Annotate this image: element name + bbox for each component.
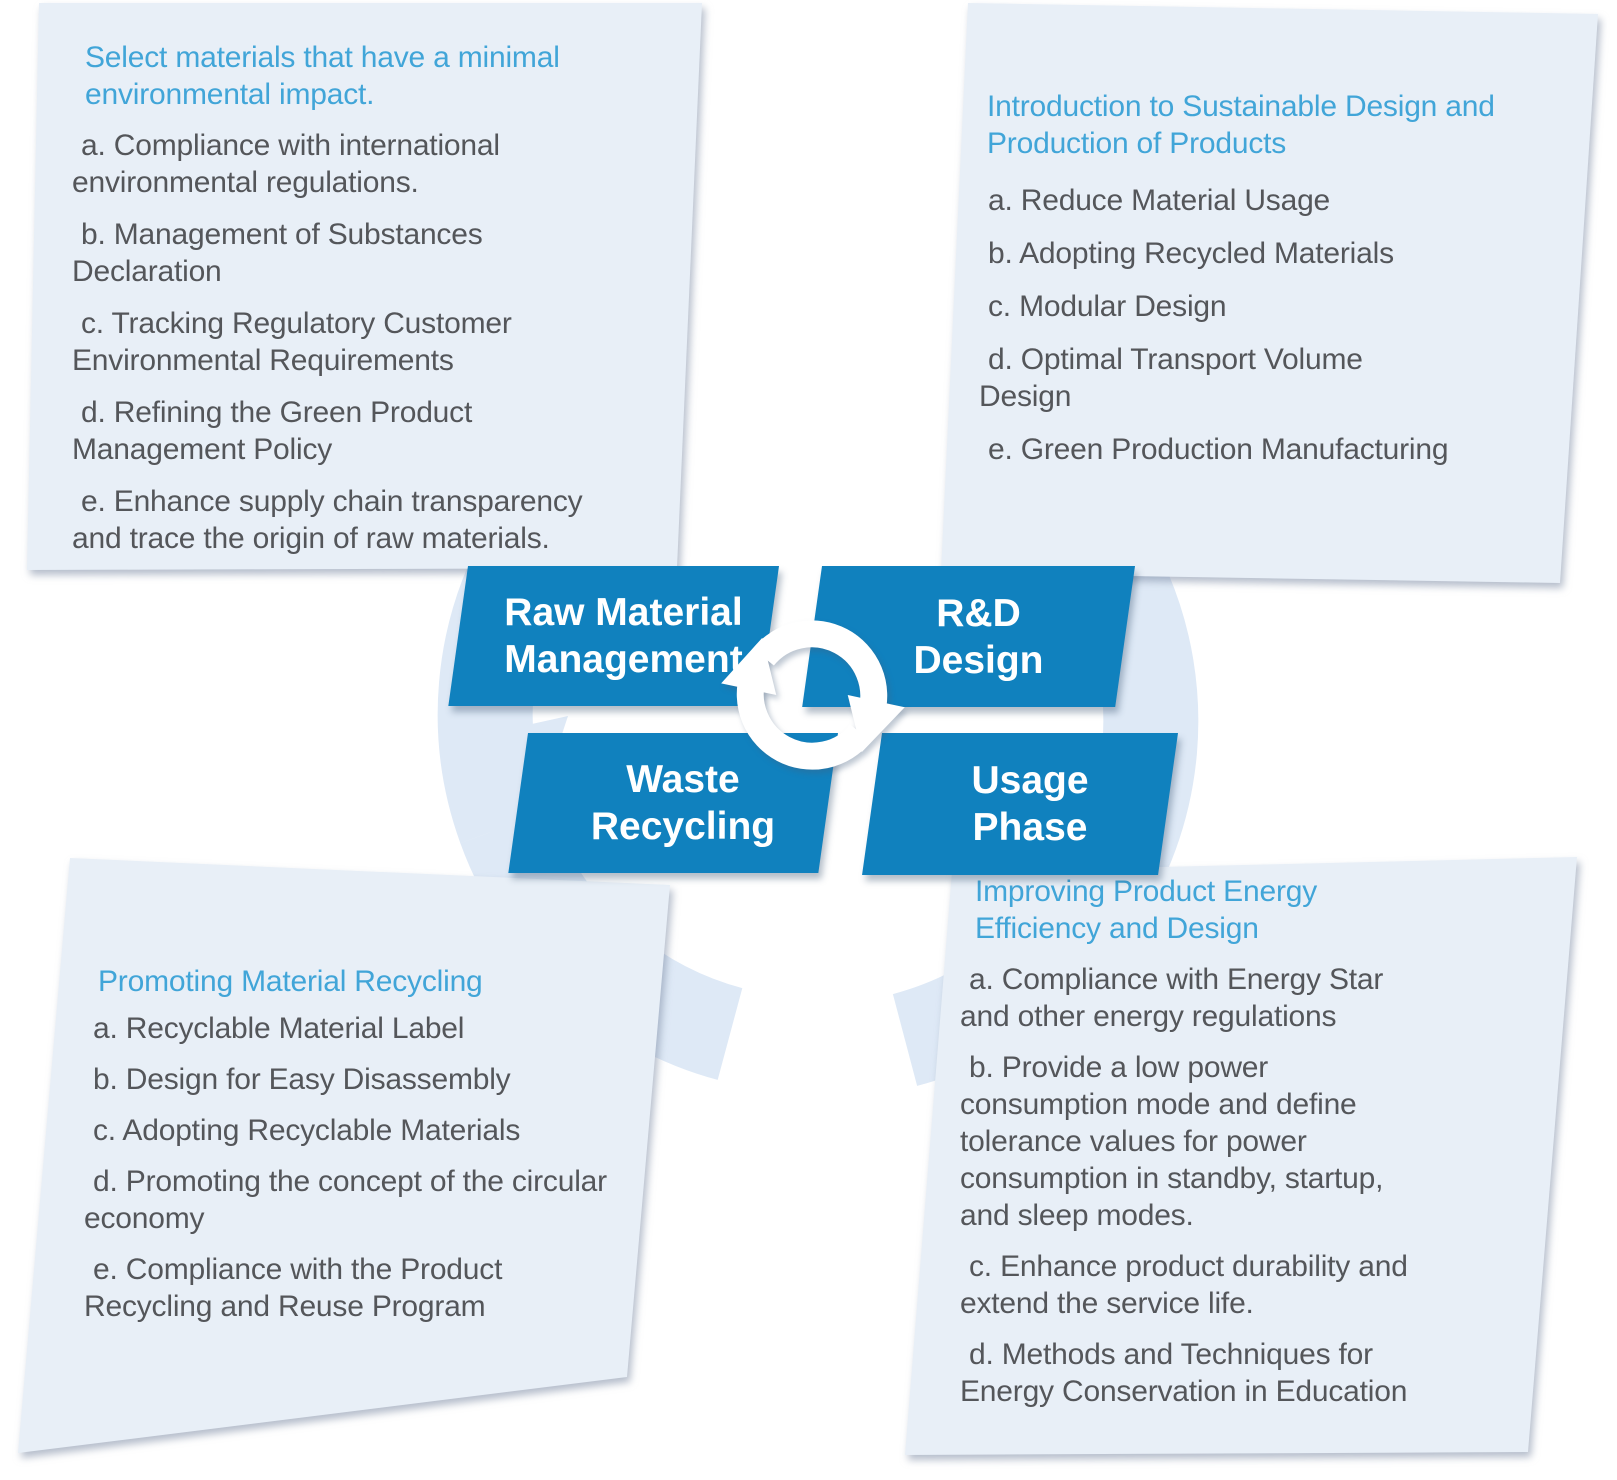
ribbon-label-line: Design xyxy=(913,638,1044,682)
list-item: d. Methods and Techniques for Energy Con… xyxy=(960,1338,1408,1408)
card-surface: Improving Product Energy Efficiency and … xyxy=(905,857,1577,1455)
list-item: a. Compliance with international environ… xyxy=(72,129,500,199)
list-item: e. Enhance supply chain transparency and… xyxy=(72,485,583,555)
ribbon-label-line: Phase xyxy=(972,806,1088,849)
list-item: d. Optimal Transport Volume Design xyxy=(979,343,1363,413)
list-item: b. Provide a low power consumption mode … xyxy=(960,1051,1384,1232)
card-rd-design: Introduction to Sustainable Design and P… xyxy=(941,3,1598,583)
list-item: c. Tracking Regulatory Customer Environm… xyxy=(72,307,512,377)
list-item: c. Enhance product durability and extend… xyxy=(960,1250,1408,1320)
list-item: d. Promoting the concept of the circular… xyxy=(84,1165,607,1235)
card-surface: Select materials that have a minimal env… xyxy=(27,3,702,570)
list-item: a. Reduce Material Usage xyxy=(988,184,1331,217)
card-waste-recycling: Promoting Material Recycling a. Recyclab… xyxy=(18,858,670,1453)
list-item: b. Management of Substances Declaration xyxy=(72,218,483,288)
card-surface: Introduction to Sustainable Design and P… xyxy=(941,3,1598,583)
list-item: b. Design for Easy Disassembly xyxy=(93,1063,511,1096)
ribbon-label-line: Usage xyxy=(971,759,1089,802)
card-title: Improving Product Energy Efficiency and … xyxy=(975,875,1318,945)
card-title: Introduction to Sustainable Design and P… xyxy=(987,90,1495,160)
list-item: e. Compliance with the Product Recycling… xyxy=(84,1253,503,1323)
list-item: d. Refining the Green Product Management… xyxy=(72,396,473,466)
list-item: e. Green Production Manufacturing xyxy=(988,433,1449,466)
card-usage-phase: Improving Product Energy Efficiency and … xyxy=(905,857,1577,1455)
cycle-top-arc xyxy=(752,620,888,719)
card-title: Promoting Material Recycling xyxy=(98,965,483,998)
list-item: a. Recyclable Material Label xyxy=(93,1012,465,1045)
ribbon-label-line: R&D xyxy=(936,591,1021,635)
list-item: b. Adopting Recycled Materials xyxy=(988,237,1394,270)
cycle-arrowhead-left xyxy=(721,637,777,695)
card-raw-material-management: Select materials that have a minimal env… xyxy=(27,3,702,570)
cycle-arrows-icon xyxy=(721,620,905,770)
cycle-bottom-arc xyxy=(736,671,872,770)
list-item: a. Compliance with Energy Star and other… xyxy=(960,963,1384,1033)
ribbon-label-line: Recycling xyxy=(590,805,776,848)
card-title: Select materials that have a minimal env… xyxy=(85,41,560,111)
card-surface: Promoting Material Recycling a. Recyclab… xyxy=(18,858,670,1453)
cycle-arrowhead-right xyxy=(847,695,905,753)
list-item: c. Modular Design xyxy=(988,290,1227,323)
list-item: c. Adopting Recyclable Materials xyxy=(93,1114,521,1147)
